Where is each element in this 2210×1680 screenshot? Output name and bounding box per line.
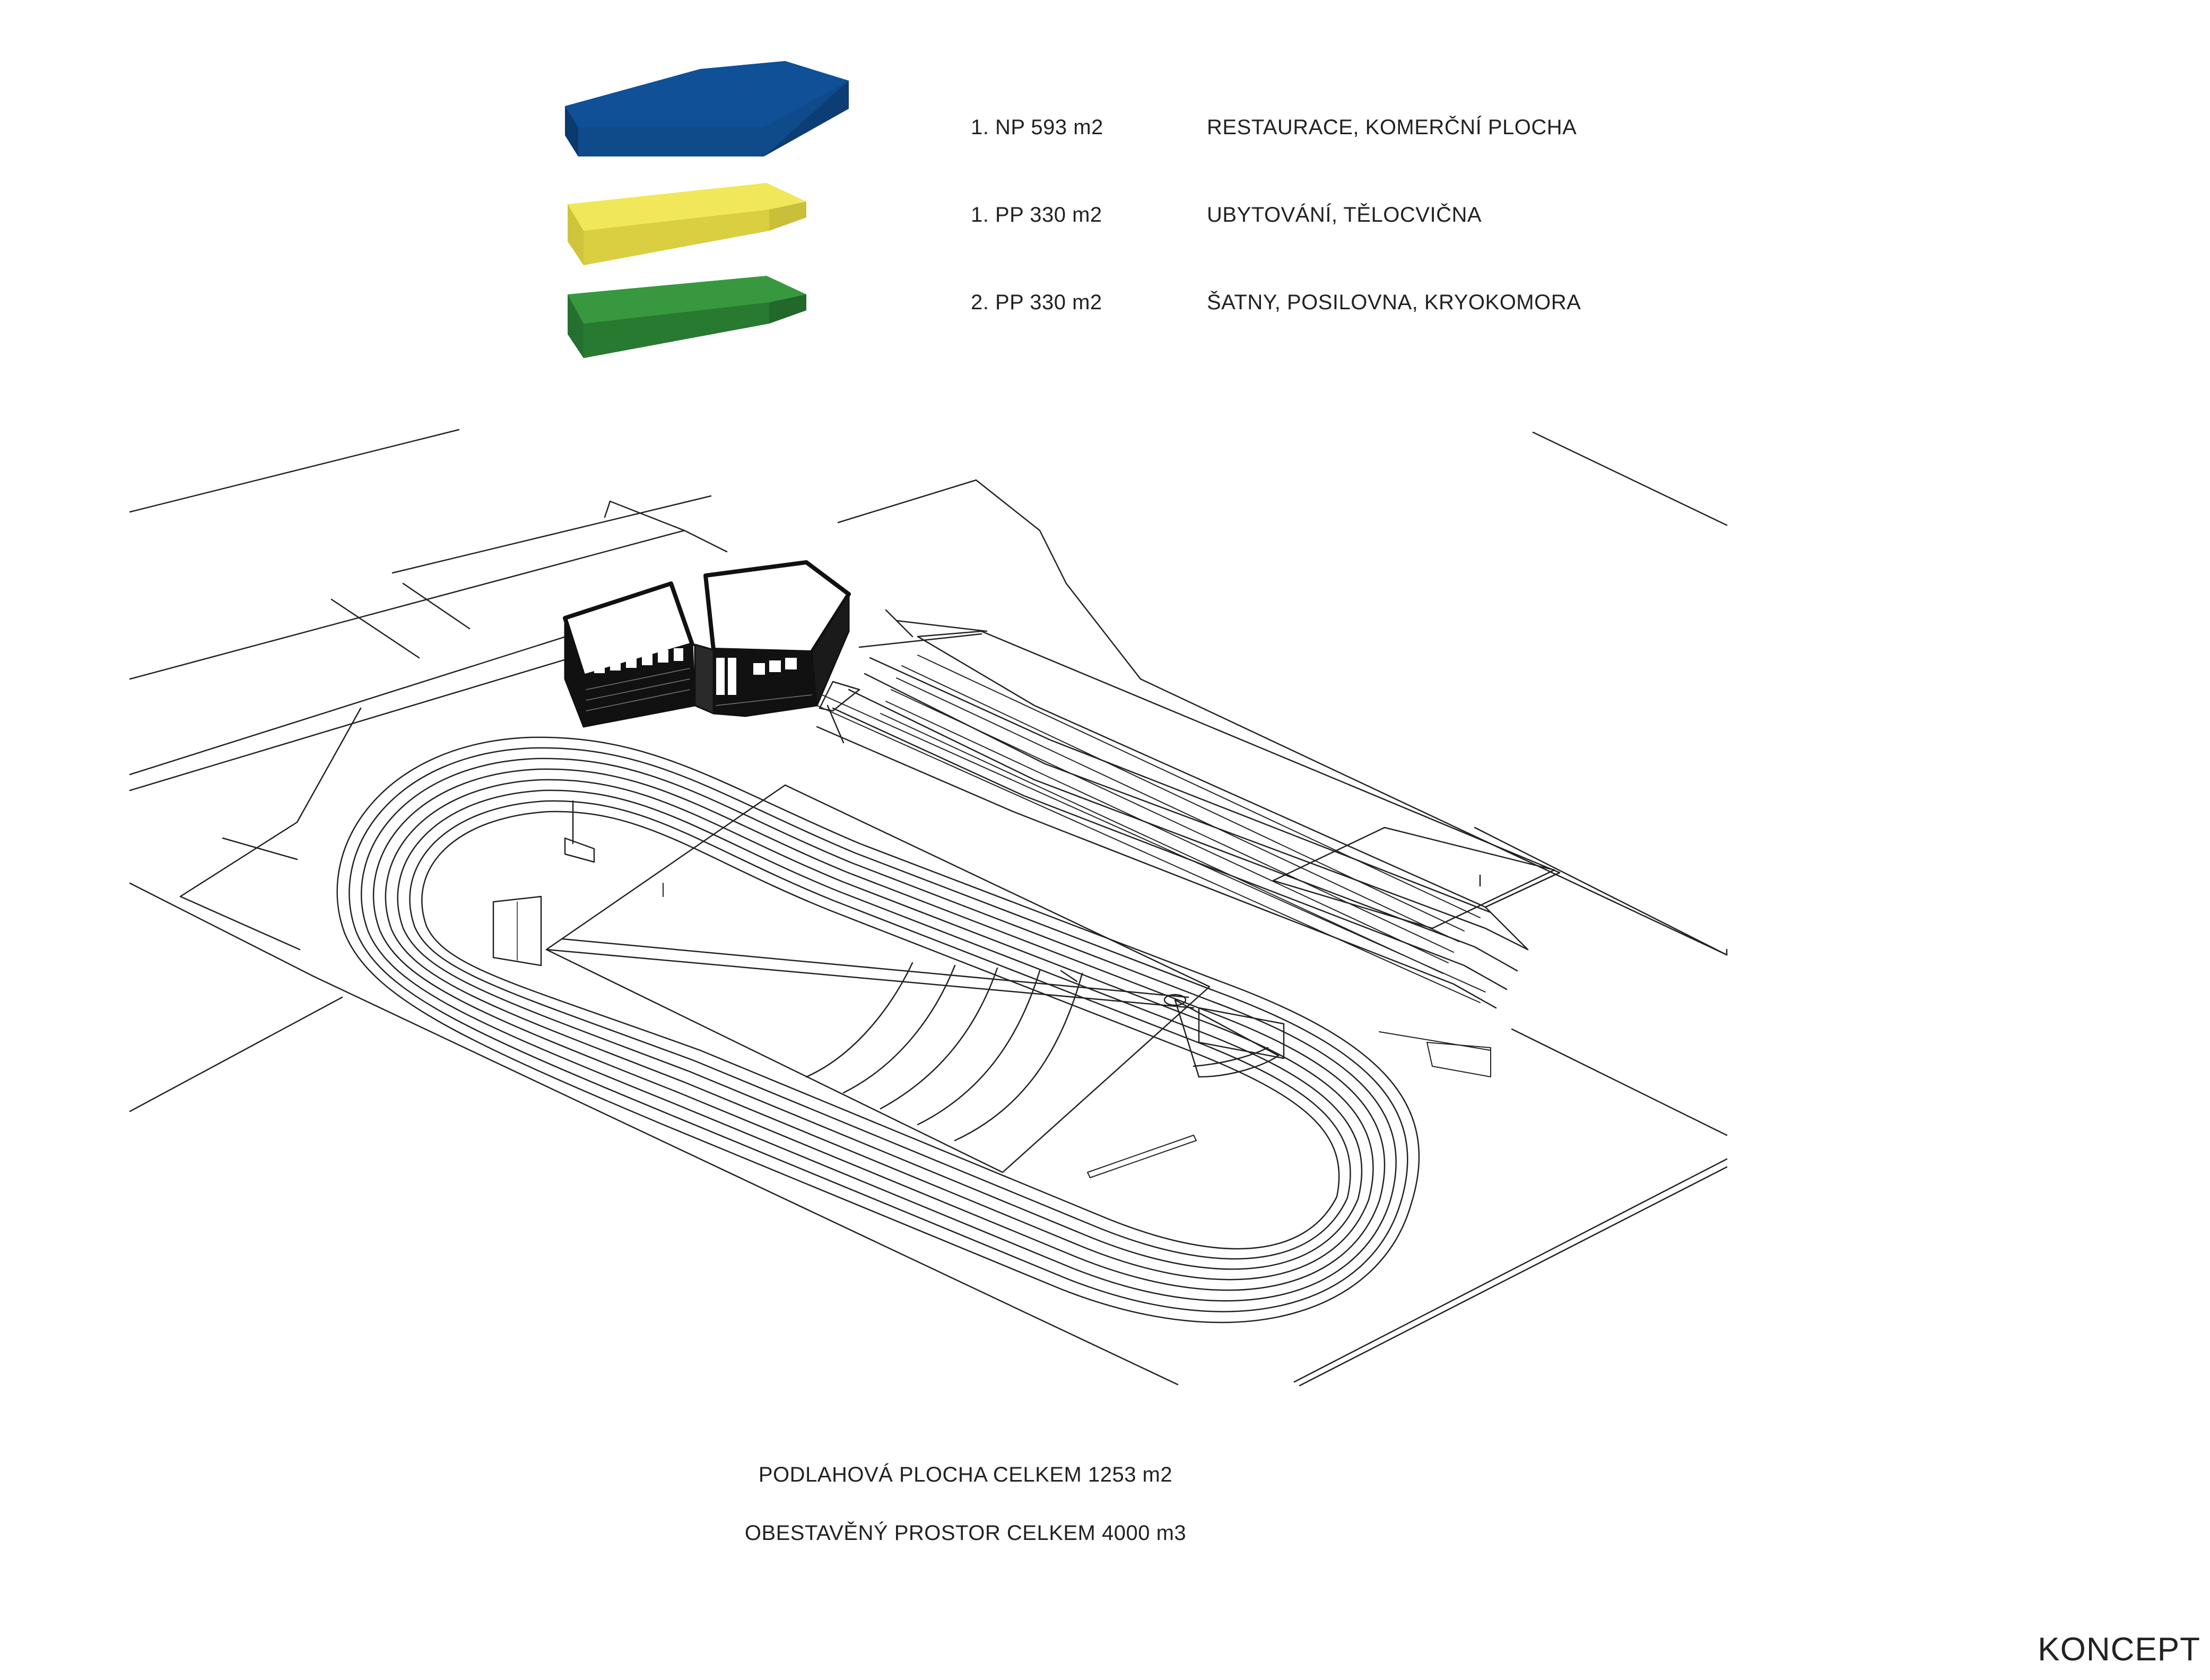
- swatch-ground-floor: [565, 61, 849, 156]
- legend-level-ground-floor: 1. NP 593 m2: [971, 116, 1103, 139]
- running-track: [336, 694, 1491, 1324]
- infield: [492, 784, 1285, 1178]
- clubhouse-building: [563, 560, 851, 728]
- sheet-label: KONCEPT: [2038, 1631, 2200, 1668]
- legend-desc-ground-floor: RESTAURACE, KOMERČNÍ PLOCHA: [1207, 116, 1577, 139]
- legend-desc-basement-2: ŠATNY, POSILOVNA, KRYOKOMORA: [1207, 291, 1581, 314]
- legend-desc-basement-1: UBYTOVÁNÍ, TĚLOCVIČNA: [1207, 203, 1482, 227]
- grandstand: [816, 609, 1561, 1009]
- swatch-basement-2: [568, 276, 806, 358]
- total-built-volume: OBESTAVĚNÝ PROSTOR CELKEM 4000 m3: [744, 1521, 1187, 1545]
- legend-level-basement-2: 2. PP 330 m2: [971, 291, 1102, 314]
- legend-level-basement-1: 1. PP 330 m2: [971, 203, 1102, 227]
- site-boundary-lines: [129, 429, 1728, 1387]
- swatch-basement-1: [568, 183, 806, 265]
- total-floor-area: PODLAHOVÁ PLOCHA CELKEM 1253 m2: [758, 1463, 1173, 1486]
